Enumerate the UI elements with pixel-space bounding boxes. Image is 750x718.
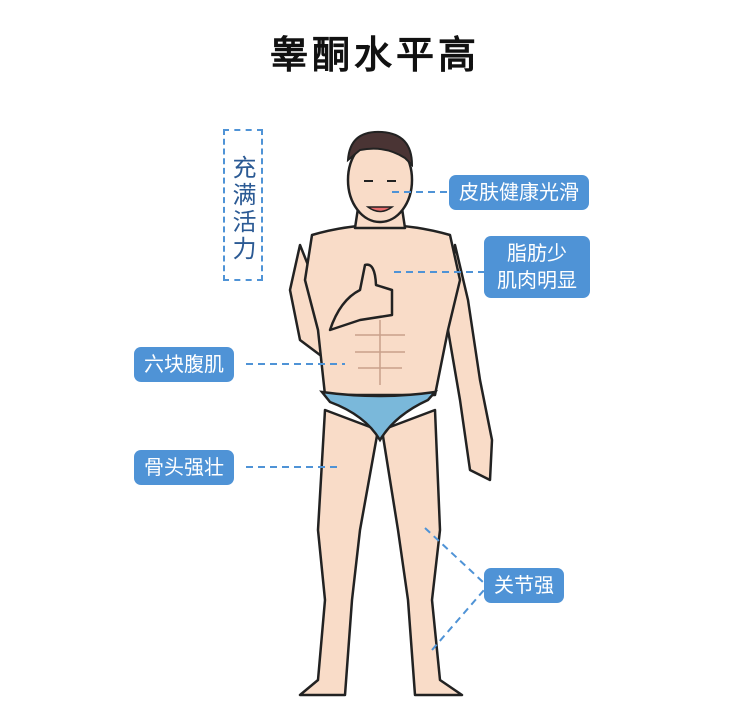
briefs — [319, 390, 439, 443]
label-fat: 脂肪少 — [507, 241, 567, 265]
label-fat-muscle: 脂肪少 肌肉明显 — [484, 236, 590, 298]
label-skin: 皮肤健康光滑 — [449, 175, 589, 210]
page-title: 睾酮水平高 — [269, 33, 480, 77]
label-joints: 关节强 — [484, 568, 564, 603]
leader-lines — [246, 191, 485, 651]
label-bones: 骨头强壮 — [134, 450, 234, 485]
side-note: 充满活力 — [223, 129, 263, 281]
label-muscle: 肌肉明显 — [497, 268, 577, 292]
label-abs: 六块腹肌 — [134, 347, 234, 382]
